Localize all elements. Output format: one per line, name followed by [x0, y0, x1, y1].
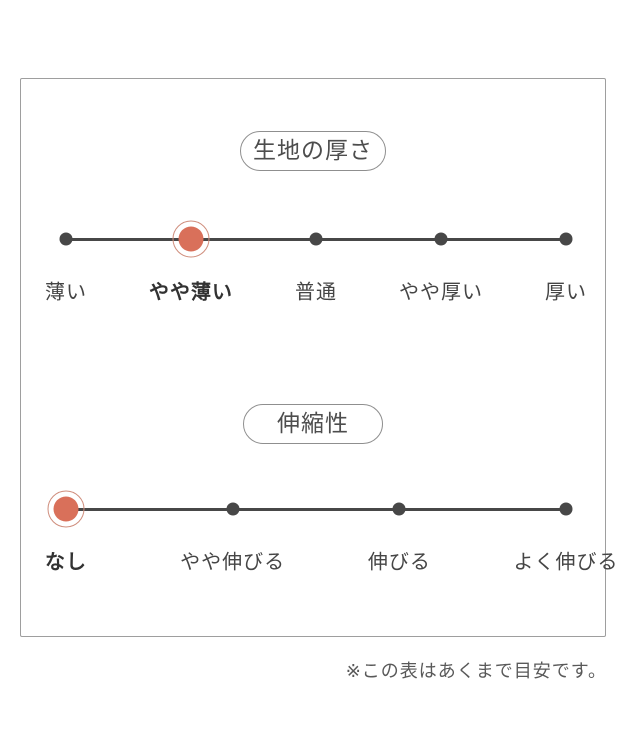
scale-option-label: 厚い — [545, 279, 587, 304]
stretch-title-pill: 伸縮性 — [243, 404, 383, 444]
scale-dot — [559, 502, 573, 516]
scale-option-label: なし — [45, 549, 87, 574]
stretch-title-label: 伸縮性 — [277, 411, 349, 437]
scale-dot-selected — [47, 490, 85, 528]
scale-option-label: 普通 — [295, 279, 337, 304]
thickness-title-label: 生地の厚さ — [253, 138, 373, 164]
scale-dot — [59, 232, 73, 246]
scale-dot — [559, 232, 573, 246]
scale-dot — [309, 232, 323, 246]
scale-dot — [434, 232, 448, 246]
scale-option-label: 薄い — [45, 279, 87, 304]
scale-dot — [226, 502, 240, 516]
thickness-title-pill: 生地の厚さ — [240, 131, 386, 171]
scale-option-label: やや伸びる — [180, 549, 286, 574]
disclaimer-note: ※この表はあくまで目安です。 — [345, 661, 607, 682]
scale-option-label: よく伸びる — [513, 549, 619, 574]
scale-track — [66, 507, 566, 511]
scale-option-label: やや厚い — [399, 279, 483, 304]
scale-dot-selected — [172, 220, 210, 258]
product-spec-box: 生地の厚さ 薄い やや薄い 普通 やや厚い 厚い 伸縮性 なし やや伸びる 伸びる よく伸びる — [20, 78, 618, 637]
scale-dot — [392, 502, 406, 516]
scale-option-label: やや薄い — [149, 279, 233, 304]
scale-option-label: 伸びる — [367, 549, 431, 574]
